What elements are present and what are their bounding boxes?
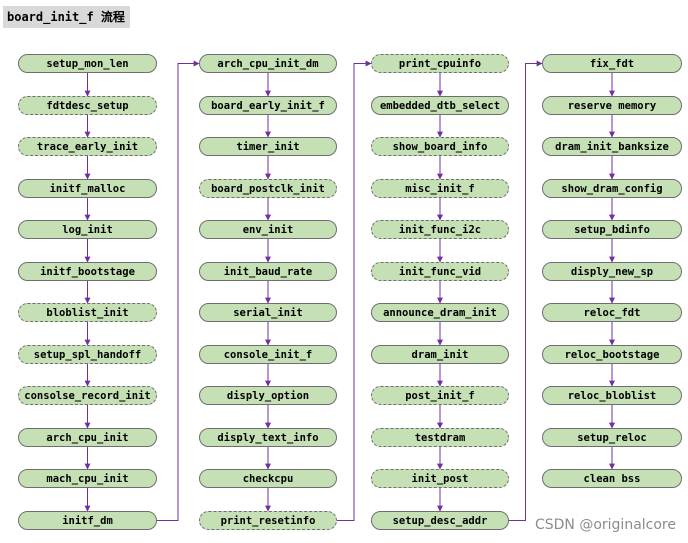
flow-node: clean bss [542,469,682,488]
flow-node: disply_text_info [199,428,337,447]
flow-node: consolse_record_init [18,386,157,405]
flow-node: dram_init [371,345,509,364]
flow-node: trace_early_init [18,137,157,156]
flow-node: timer_init [199,137,337,156]
flow-arrow [157,60,200,521]
flow-node: initf_malloc [18,179,157,198]
flow-node: setup_mon_len [18,54,157,73]
flow-node: init_func_i2c [371,220,509,239]
flow-node: testdram [371,428,509,447]
flow-node: disply_option [199,386,337,405]
flow-node: init_post [371,469,509,488]
flow-node: post_init_f [371,386,509,405]
flow-node: print_resetinfo [199,511,337,530]
flow-node: embedded_dtb_select [371,96,509,115]
flow-node: arch_cpu_init_dm [199,54,337,73]
flow-node: console_init_f [199,345,337,364]
flow-node: show_board_info [371,137,509,156]
flow-node: dram_init_banksize [542,137,682,156]
flow-node: reloc_bloblist [542,386,682,405]
flow-node: arch_cpu_init [18,428,157,447]
flow-node: board_postclk_init [199,179,337,198]
flow-node: mach_cpu_init [18,469,157,488]
diagram-title: board_init_f 流程 [3,6,130,28]
flow-node: print_cpuinfo [371,54,509,73]
flow-node: env_init [199,220,337,239]
flow-arrow [509,60,543,521]
flow-node: serial_init [199,303,337,322]
flow-node: show_dram_config [542,179,682,198]
flow-node: checkcpu [199,469,337,488]
flow-node: bloblist_init [18,303,157,322]
flow-arrow [337,60,372,521]
flow-node: fdtdesc_setup [18,96,157,115]
flow-node: initf_bootstage [18,262,157,281]
flow-node: init_baud_rate [199,262,337,281]
flow-node: reloc_fdt [542,303,682,322]
flow-node: announce_dram_init [371,303,509,322]
flow-node: log_init [18,220,157,239]
flow-node: setup_bdinfo [542,220,682,239]
flow-node: misc_init_f [371,179,509,198]
flow-node: init_func_vid [371,262,509,281]
flow-node: fix_fdt [542,54,682,73]
flow-node: reloc_bootstage [542,345,682,364]
flow-node: setup_reloc [542,428,682,447]
flow-node: board_early_init_f [199,96,337,115]
flow-node: setup_spl_handoff [18,345,157,364]
flow-node: reserve memory [542,96,682,115]
flow-node: disply_new_sp [542,262,682,281]
flow-node: initf_dm [18,511,157,530]
watermark: CSDN @originalcore [534,517,676,533]
flow-node: setup_desc_addr [371,511,509,530]
